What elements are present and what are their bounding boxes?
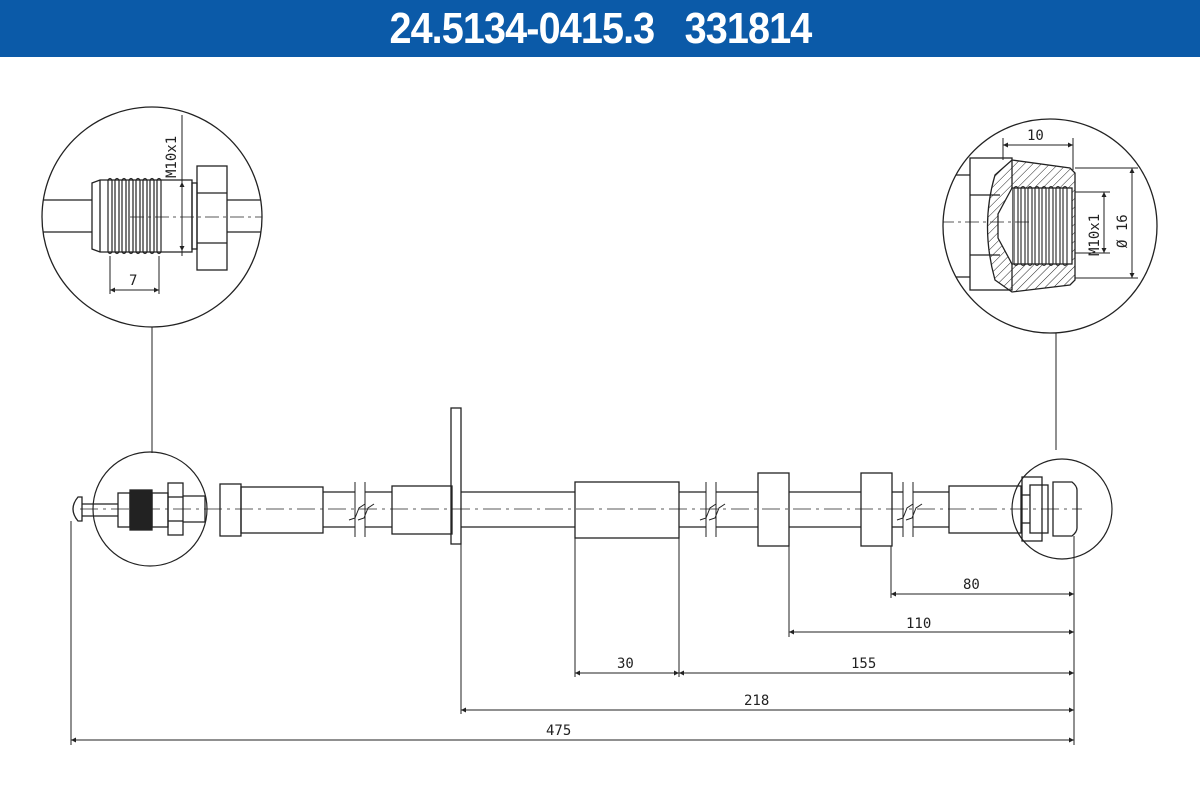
dim-80-label: 80 — [963, 577, 980, 593]
title-bar: 24.5134-0415.3 331814 — [0, 0, 1200, 57]
dimension-lines — [70, 521, 1075, 745]
part-number-title: 24.5134-0415.3 331814 — [389, 3, 812, 53]
dim-475-label: 475 — [546, 723, 571, 739]
left-length-label: 7 — [129, 273, 137, 289]
right-diameter-label: Ø 16 — [1115, 214, 1131, 248]
detail-view-right: 10 Ø 16 M10x1 — [942, 118, 1158, 450]
detail-view-left: M10x1 7 — [41, 106, 263, 453]
right-length-label: 10 — [1027, 128, 1044, 144]
dim-218-label: 218 — [744, 693, 769, 709]
dim-30-label: 30 — [617, 656, 634, 672]
dim-155-label: 155 — [851, 656, 876, 672]
right-thread-label: M10x1 — [1087, 214, 1103, 256]
left-thread-label: M10x1 — [164, 136, 180, 178]
dim-110-label: 110 — [906, 616, 931, 632]
hose-assembly — [72, 407, 1113, 567]
